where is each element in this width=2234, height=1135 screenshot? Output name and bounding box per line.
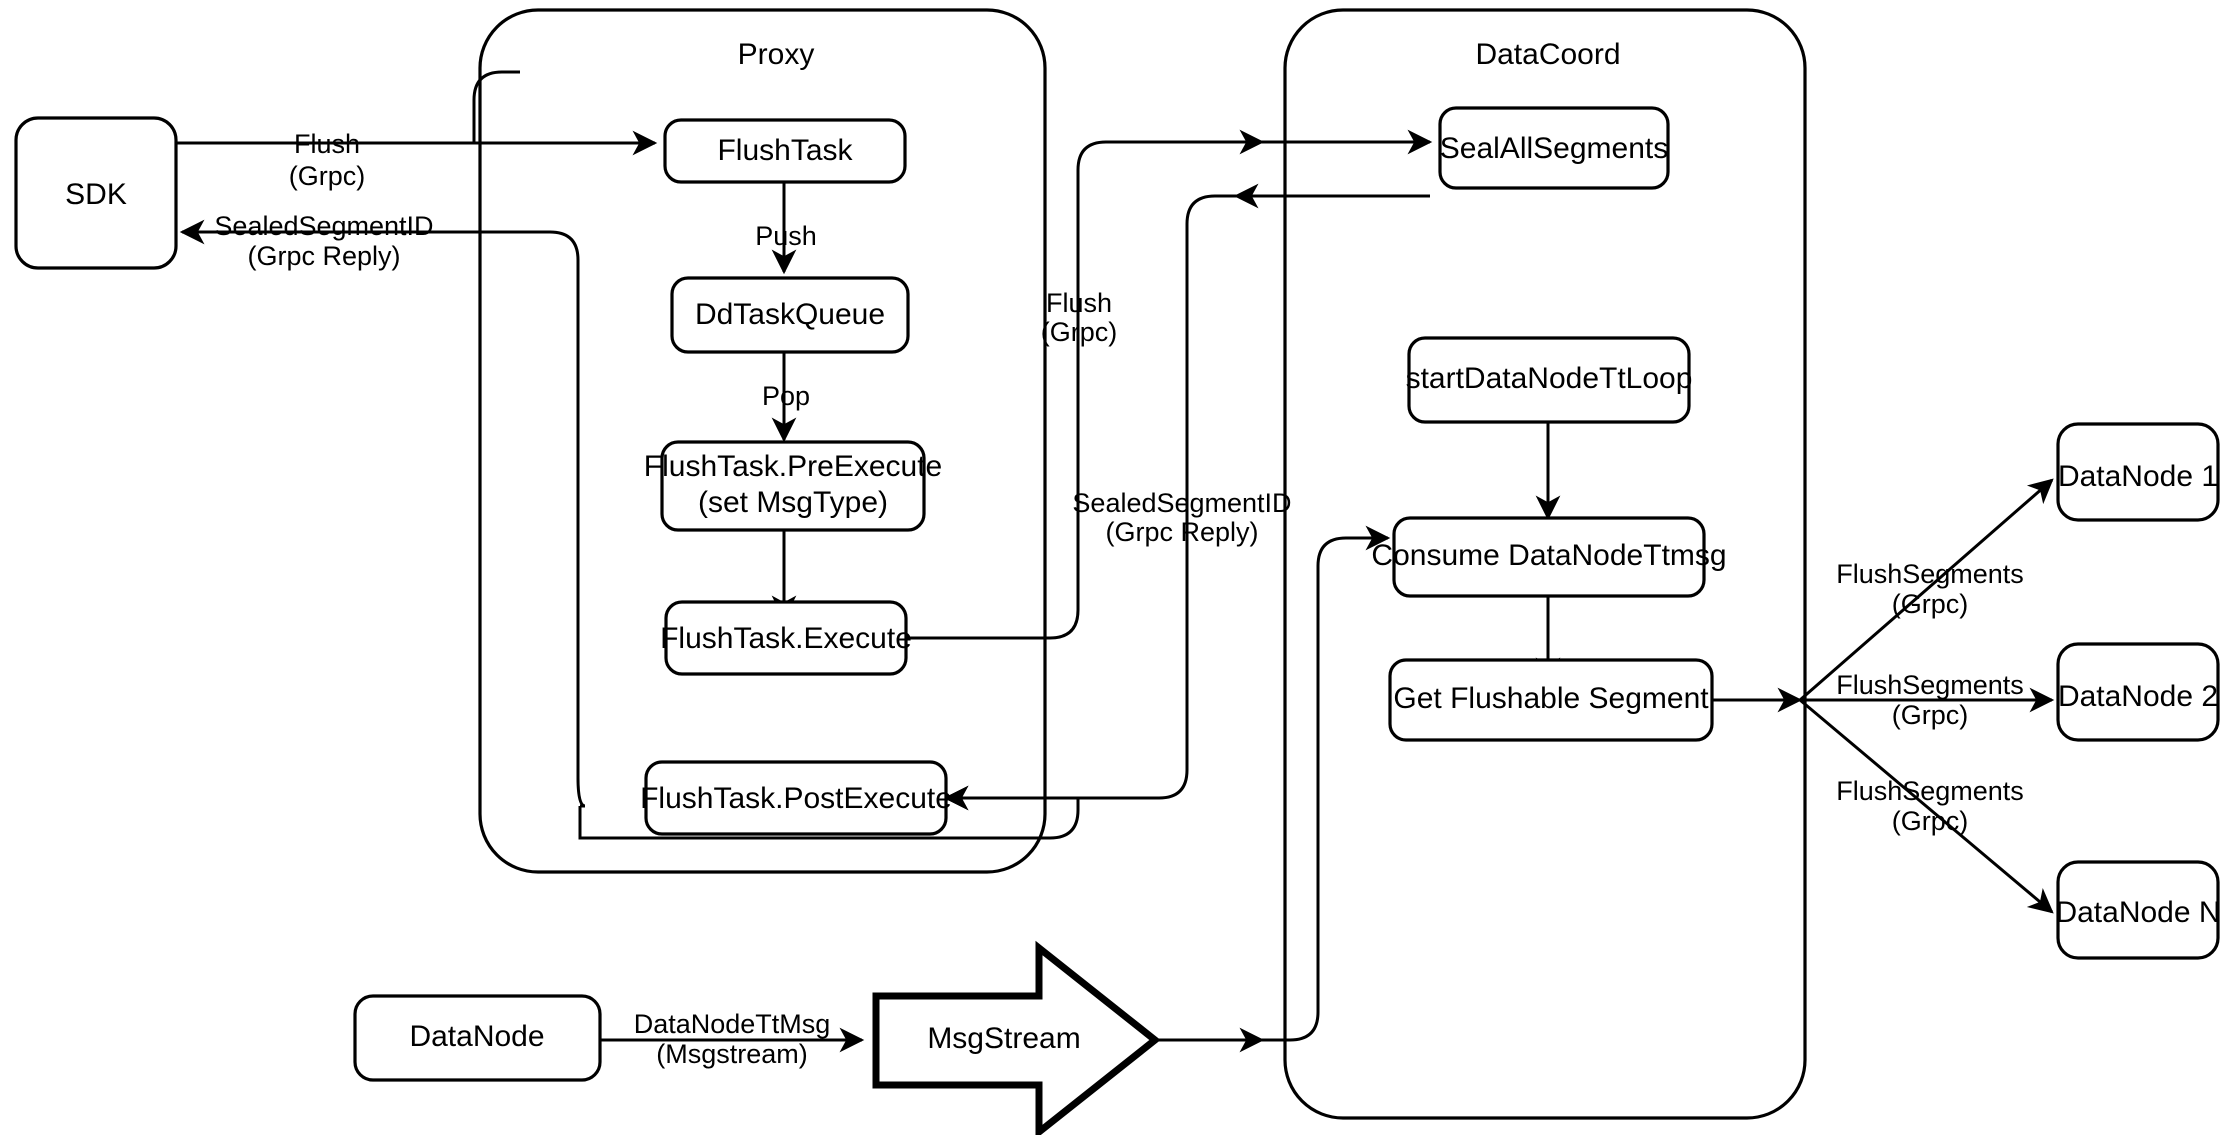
datanode-2-rect[interactable] (2056, 642, 2220, 742)
flush-task-label: FlushTask (717, 134, 853, 167)
flushseg1-line2: (Grpc) (1892, 589, 1969, 619)
node-flushtask-execute[interactable]: FlushTask.Execute (660, 600, 912, 676)
edge-label-flushsegments-2: FlushSegments (Grpc) (1836, 670, 2024, 730)
container-proxy: Proxy (478, 8, 1047, 874)
sdk-label: SDK (65, 178, 127, 211)
node-datanode-1[interactable]: DataNode 1 (2056, 422, 2220, 522)
edge-label-flushsegments-n: FlushSegments (Grpc) (1836, 776, 2024, 836)
ttmsg-line2: (Msgstream) (656, 1039, 808, 1069)
dd-task-queue-label: DdTaskQueue (695, 298, 885, 331)
node-flush-task[interactable]: FlushTask (663, 118, 907, 184)
edge-label-sdk-reply: SealedSegmentID (Grpc Reply) (214, 211, 433, 271)
tt-loop-rect[interactable] (1407, 336, 1691, 424)
edge-label-proxy-reply: SealedSegmentID (Grpc Reply) (1072, 488, 1291, 547)
get-flushable-label: Get Flushable Segment (1393, 682, 1709, 715)
get-flushable-rect[interactable] (1388, 658, 1714, 742)
sdk-flush-line1: Flush (294, 129, 360, 159)
edge-label-proxy-flush: Flush (Grpc) (1041, 288, 1118, 347)
node-msgstream[interactable]: MsgStream (872, 940, 1161, 1135)
node-seal-all-segments[interactable]: SealAllSegments (1438, 106, 1670, 190)
datanode-2-label: DataNode 2 (2058, 680, 2218, 713)
container-datacoord: DataCoord (1283, 8, 1807, 1120)
tt-loop-label: startDataNodeTtLoop (1406, 362, 1693, 395)
sdk-reply-line1: SealedSegmentID (214, 211, 433, 241)
node-flushtask-postexecute[interactable]: FlushTask.PostExecute (640, 760, 952, 836)
preexecute-label-line2: (set MsgType) (698, 486, 888, 519)
preexecute-label-line1: FlushTask.PreExecute (644, 450, 942, 483)
postexecute-rect[interactable] (644, 760, 948, 836)
flushsegn-line2: (Grpc) (1892, 806, 1969, 836)
node-consume-datanode-ttmsg[interactable]: Consume DataNodeTtmsg (1371, 516, 1727, 598)
datacoord-title: DataCoord (1475, 38, 1620, 71)
flushseg1-line1: FlushSegments (1836, 559, 2024, 589)
execute-rect[interactable] (664, 600, 908, 676)
node-datanode-source[interactable]: DataNode (353, 994, 602, 1082)
edge-postexecute-to-sdk (488, 230, 586, 808)
sdk-flush-line2: (Grpc) (289, 161, 366, 191)
proxy-title: Proxy (738, 38, 815, 71)
flushseg2-line1: FlushSegments (1836, 670, 2024, 700)
edge-datacoord-entry-to-consume (1262, 525, 1391, 1042)
node-dd-task-queue[interactable]: DdTaskQueue (670, 276, 910, 354)
edge-junction-to-datanode-1 (1799, 478, 2054, 702)
datanode-1-rect[interactable] (2056, 422, 2220, 522)
datanode-n-label: DataNode N (2055, 896, 2220, 929)
edge-label-pop: Pop (762, 381, 810, 411)
edge-execute-to-datacoord-flush (906, 129, 1265, 640)
seal-all-segments-rect[interactable] (1438, 106, 1670, 190)
consume-tt-rect[interactable] (1392, 516, 1706, 598)
node-flushtask-preexecute[interactable]: FlushTask.PreExecute (set MsgType) (644, 440, 942, 532)
flushsegn-line1: FlushSegments (1836, 776, 2024, 806)
proxy-flush-line1: Flush (1046, 288, 1112, 318)
edge-label-ttmsg: DataNodeTtMsg (Msgstream) (634, 1009, 831, 1069)
sdk-rect[interactable] (14, 116, 178, 270)
edge-junction-to-datanode-n (1799, 698, 2054, 914)
proxy-flush-line2: (Grpc) (1041, 317, 1118, 347)
consume-tt-label: Consume DataNodeTtmsg (1371, 539, 1726, 572)
datanode-1-label: DataNode 1 (2058, 460, 2218, 493)
node-get-flushable-segment[interactable]: Get Flushable Segment (1388, 658, 1714, 742)
flushseg2-line2: (Grpc) (1892, 700, 1969, 730)
datacoord-container-rect (1283, 8, 1807, 1120)
preexecute-rect[interactable] (660, 440, 926, 532)
node-sdk[interactable]: SDK (14, 116, 178, 270)
msgstream-shape[interactable] (872, 940, 1161, 1135)
edge-label-flushsegments-1: FlushSegments (Grpc) (1836, 559, 2024, 619)
sdk-reply-line2: (Grpc Reply) (247, 241, 400, 271)
edge-bus-up-corner (472, 70, 520, 143)
seal-all-segments-label: SealAllSegments (1440, 132, 1668, 165)
datanode-n-rect[interactable] (2056, 860, 2220, 960)
node-datanode-n[interactable]: DataNode N (2055, 860, 2221, 960)
execute-label: FlushTask.Execute (660, 622, 912, 655)
proxy-reply-line1: SealedSegmentID (1072, 488, 1291, 518)
edge-sealallsegments-to-postexecute (943, 194, 1430, 811)
proxy-reply-line2: (Grpc Reply) (1105, 517, 1258, 547)
edge-trunk-down-to-sdkreturn (578, 798, 1080, 840)
datanode-source-rect[interactable] (353, 994, 602, 1082)
node-datanode-2[interactable]: DataNode 2 (2056, 642, 2220, 742)
msgstream-label: MsgStream (927, 1022, 1080, 1055)
edge-label-push: Push (755, 221, 817, 251)
ttmsg-line1: DataNodeTtMsg (634, 1009, 831, 1039)
postexecute-label: FlushTask.PostExecute (640, 782, 952, 815)
proxy-container-rect (478, 8, 1047, 874)
flush-task-rect[interactable] (663, 118, 907, 184)
datanode-source-label: DataNode (409, 1020, 544, 1053)
edge-label-sdk-flush: Flush (Grpc) (289, 129, 366, 191)
dd-task-queue-rect[interactable] (670, 276, 910, 354)
node-start-datanode-tt-loop[interactable]: startDataNodeTtLoop (1406, 336, 1693, 424)
